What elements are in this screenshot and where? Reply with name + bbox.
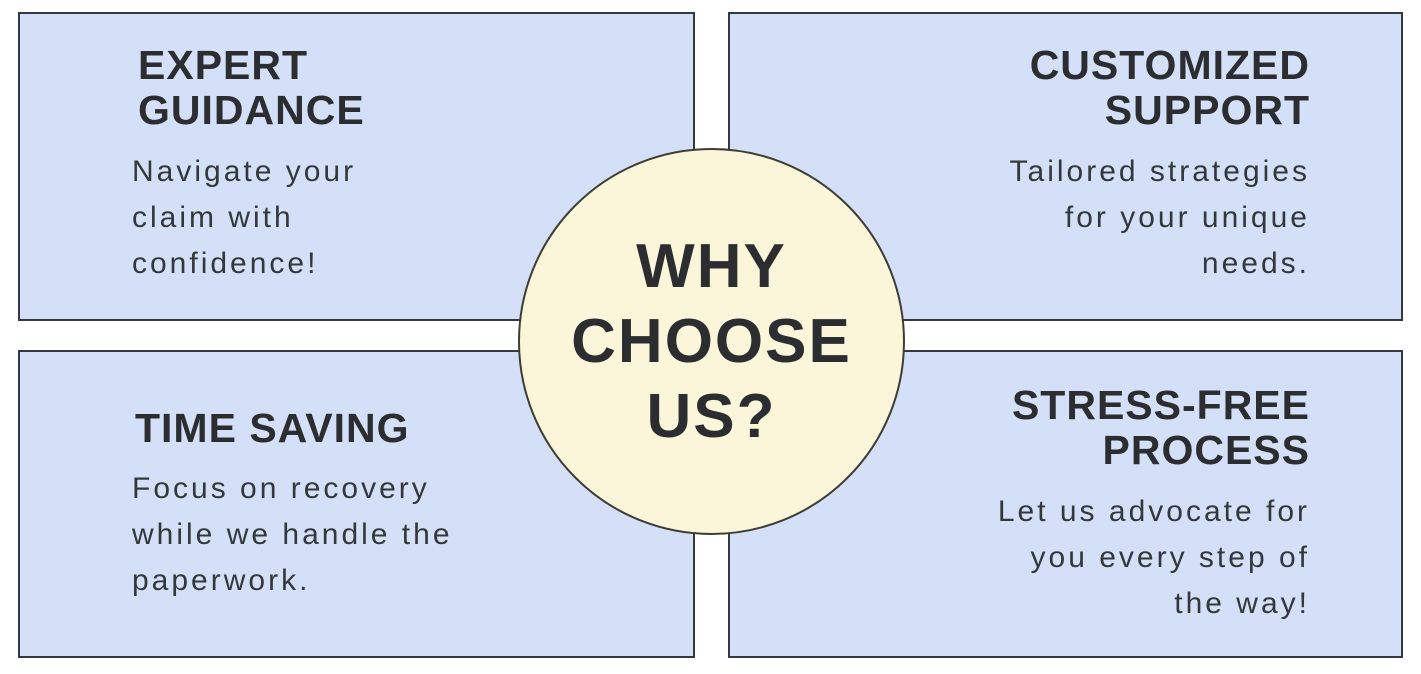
card-title-time-saving: TIME SAVING <box>135 405 410 451</box>
card-title-stress-free-process: STRESS-FREE PROCESS <box>1011 382 1310 473</box>
card-description-stress-free-process: Let us advocate for you every step of th… <box>997 495 1310 620</box>
card-title-expert-guidance: EXPERT GUIDANCE <box>138 42 365 133</box>
center-title: WHY CHOOSE US? <box>571 232 852 451</box>
card-description-customized-support: Tailored strategies for your unique need… <box>1009 155 1310 280</box>
card-description-time-saving: Focus on recovery while we handle the pa… <box>132 472 453 597</box>
card-title-customized-support: CUSTOMIZED SUPPORT <box>1029 42 1310 133</box>
card-expert-guidance: EXPERT GUIDANCE Navigate your claim with… <box>18 12 695 321</box>
card-description-expert-guidance: Navigate your claim with confidence! <box>132 155 357 280</box>
card-time-saving: TIME SAVING Focus on recovery while we h… <box>18 350 695 658</box>
center-circle: WHY CHOOSE US? <box>518 148 905 535</box>
